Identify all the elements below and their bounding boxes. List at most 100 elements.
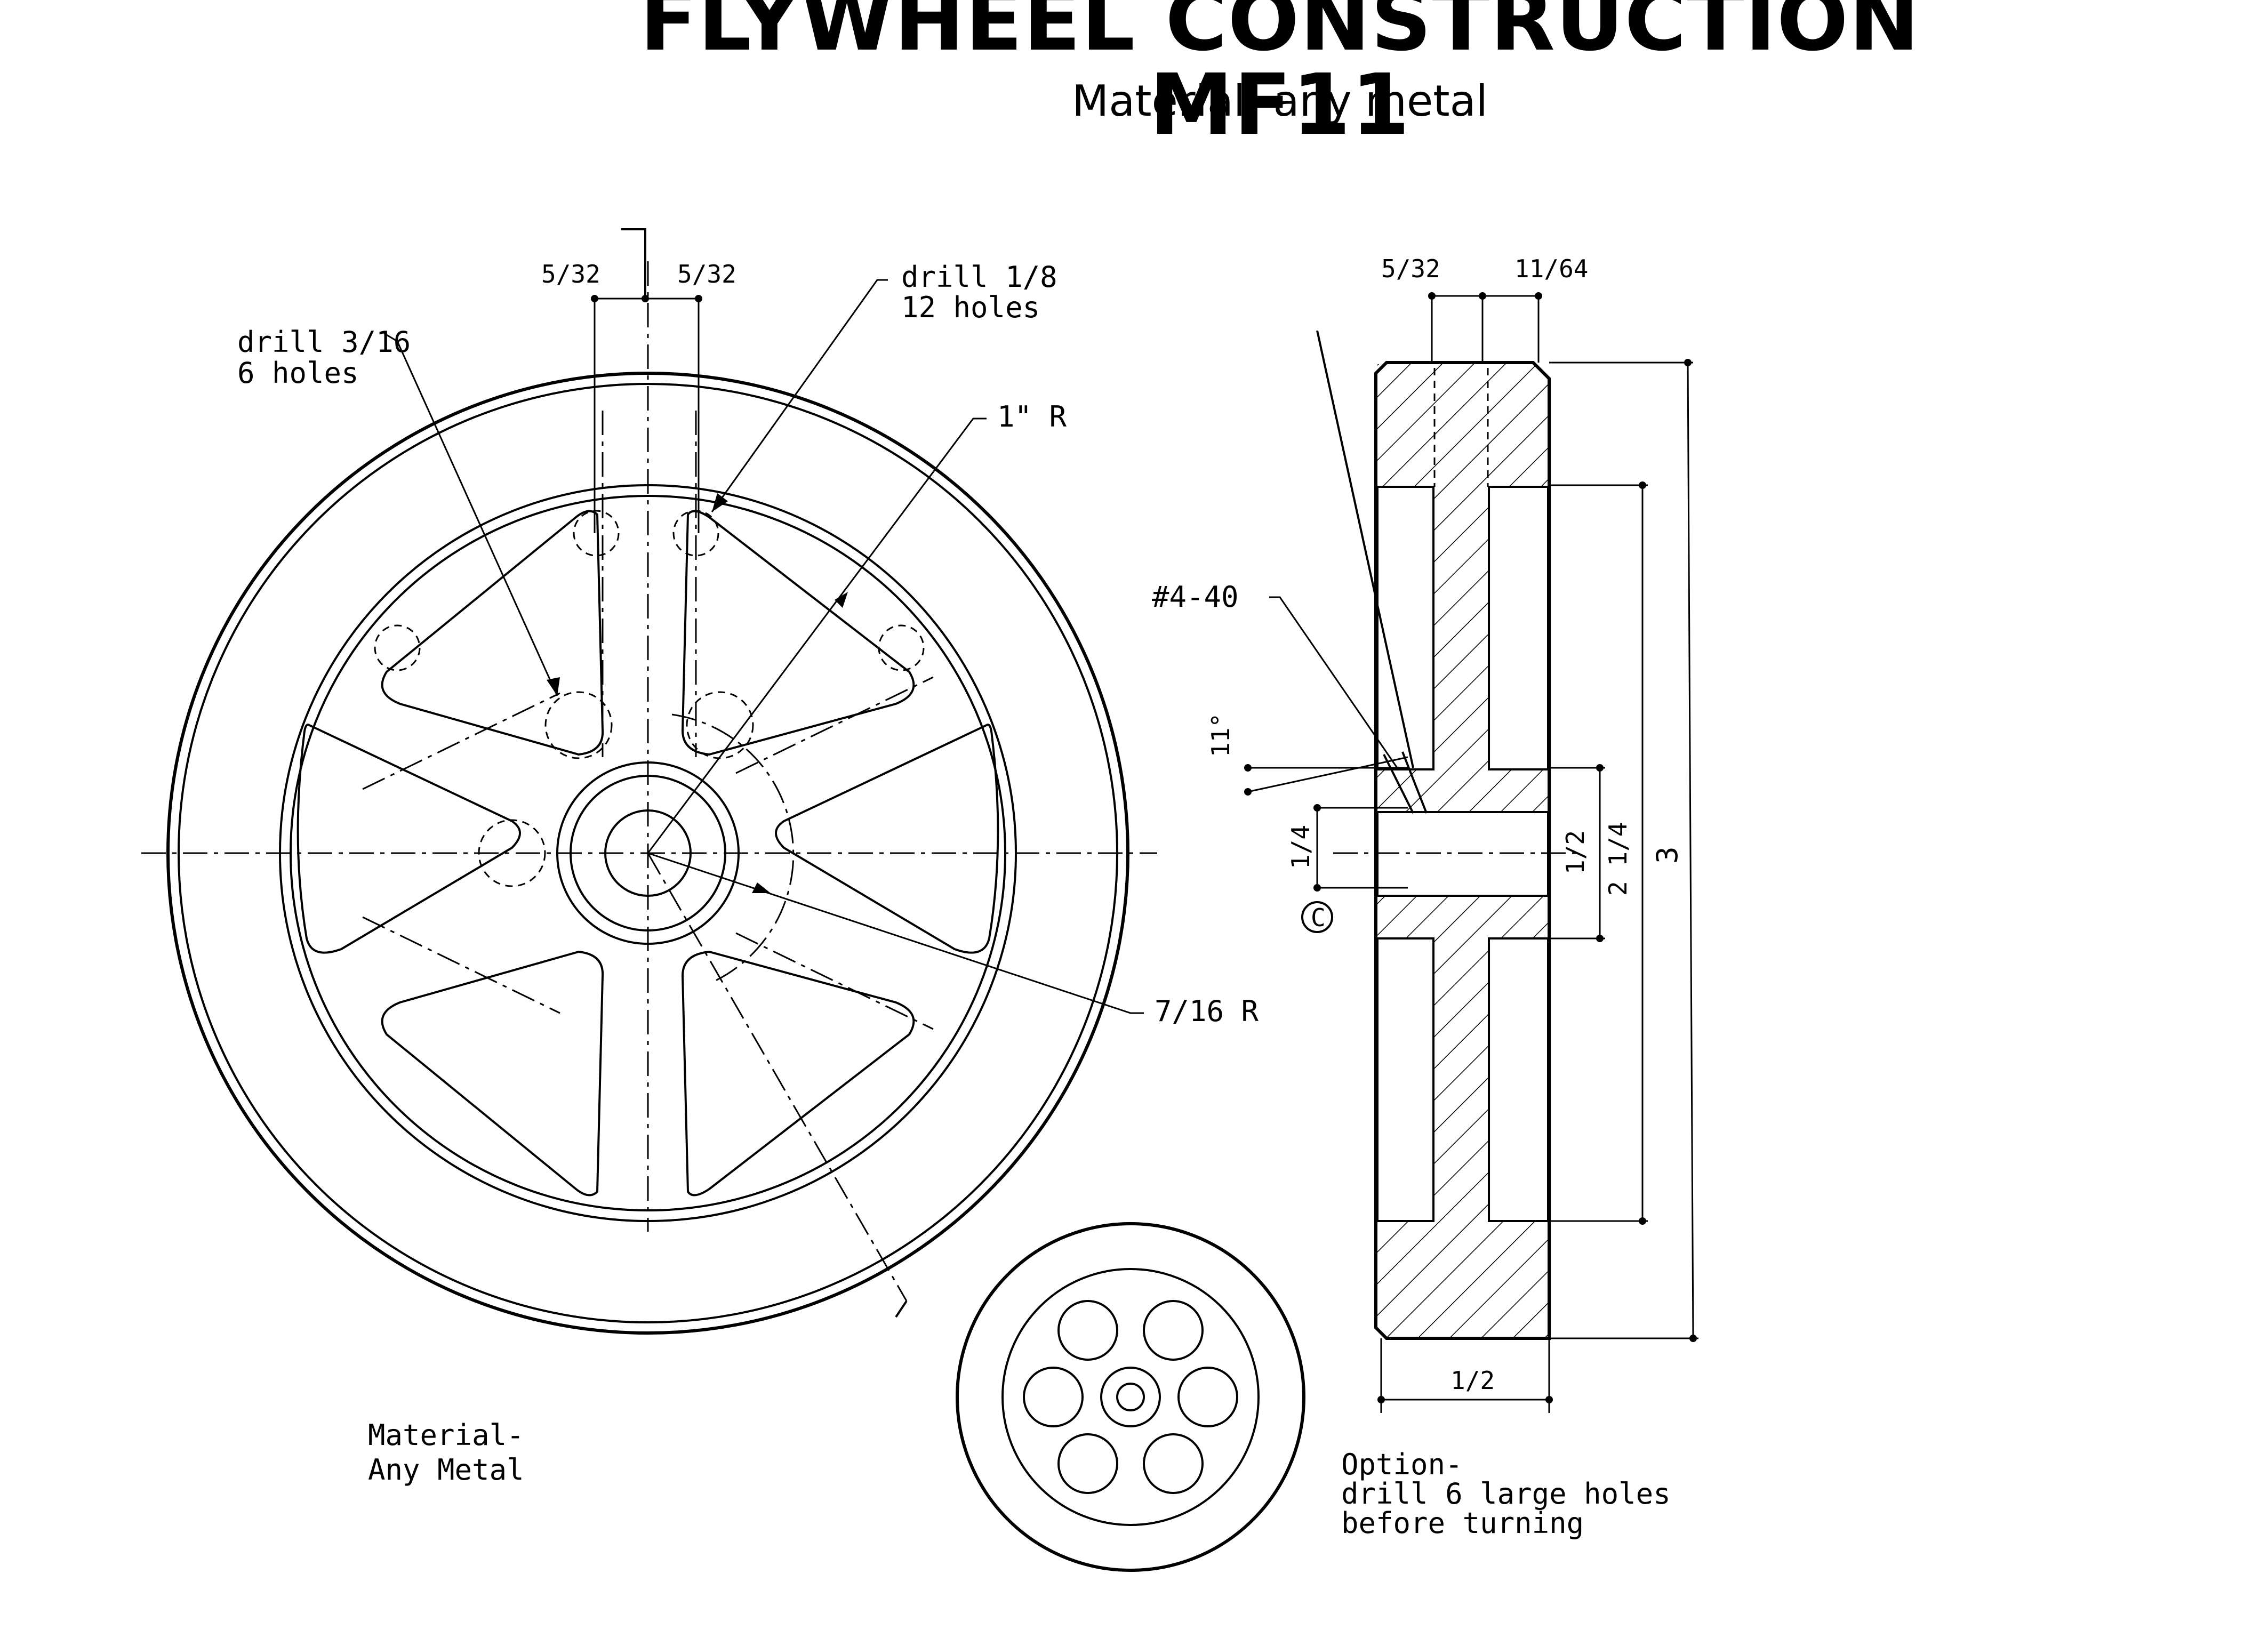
dim-point-overall-1 bbox=[1684, 359, 1692, 366]
window-1 bbox=[381, 510, 604, 756]
dim-point-top-3 bbox=[1535, 292, 1542, 300]
window-3 bbox=[296, 724, 521, 954]
option-note-line-2: drill 6 large holes bbox=[1341, 1477, 1671, 1511]
option-center-hub bbox=[1100, 1367, 1161, 1427]
dim-label-right: 5/32 bbox=[677, 260, 736, 288]
window-4 bbox=[775, 724, 999, 954]
option-hole-5 bbox=[1057, 1433, 1118, 1494]
page-title: FLYWHEEL CONSTRUCTION MF11 bbox=[639, 0, 1920, 154]
drill-hole-small-2 bbox=[672, 510, 719, 557]
angle-point-2 bbox=[1244, 788, 1252, 796]
web-hatch-bottom bbox=[1434, 938, 1488, 1221]
front-view: 5/32 5/32 drill 3/16 6 holes drill 1/8 1… bbox=[141, 228, 1259, 1335]
angle-ref-line-2 bbox=[1247, 756, 1408, 793]
pitch-arc bbox=[671, 713, 795, 982]
label-2-1-4: 2 1/4 bbox=[1604, 822, 1632, 896]
dim-point-3 bbox=[695, 295, 702, 302]
option-note-line-3: before turning bbox=[1341, 1506, 1584, 1540]
material-note-line-1: Material- bbox=[368, 1418, 524, 1452]
hub-hatch-top bbox=[1377, 769, 1548, 812]
dim-point-rim-1 bbox=[1639, 481, 1646, 489]
window-2 bbox=[681, 510, 915, 756]
hub-hatch-bottom bbox=[1377, 896, 1548, 938]
window-6 bbox=[681, 950, 915, 1197]
option-hole-2 bbox=[1143, 1300, 1204, 1361]
recess-left-top bbox=[1376, 486, 1434, 770]
option-hole-3 bbox=[1023, 1367, 1084, 1427]
dim-point-top-1 bbox=[1428, 292, 1436, 300]
option-hole-1 bbox=[1057, 1300, 1118, 1361]
angle-line bbox=[1316, 330, 1414, 768]
option-center-bore bbox=[1116, 1383, 1145, 1411]
option-hole-6 bbox=[1143, 1433, 1204, 1494]
arrowhead-drill-1-8 bbox=[712, 493, 728, 512]
label-4-40: #4-40 bbox=[1152, 580, 1239, 614]
window-5 bbox=[381, 950, 604, 1197]
option-inner-circle bbox=[1001, 1268, 1260, 1526]
label-centerline-C: C bbox=[1311, 903, 1326, 932]
option-note-line-1: Option- bbox=[1341, 1448, 1463, 1481]
top-leader-bracket bbox=[621, 228, 646, 299]
label-1-2-width: 1/2 bbox=[1450, 1366, 1495, 1395]
dim-point-overall-2 bbox=[1689, 1335, 1697, 1342]
label-drill-3-16: drill 3/16 bbox=[237, 325, 411, 359]
recess-left-bottom bbox=[1376, 937, 1434, 1222]
recess-right-top bbox=[1488, 486, 1549, 770]
label-7-16-R: 7/16 R bbox=[1155, 994, 1259, 1028]
spoke-centerline-4 bbox=[735, 676, 934, 774]
dim-point-width-1 bbox=[1377, 1396, 1385, 1403]
drill-hole-small-3 bbox=[374, 624, 421, 671]
setscrew-line-1 bbox=[1383, 754, 1414, 814]
drill-hole-large-3 bbox=[478, 819, 546, 887]
dim-point-width-2 bbox=[1545, 1396, 1553, 1403]
drill-hole-small-4 bbox=[878, 624, 925, 671]
label-drill-1-8: drill 1/8 bbox=[901, 260, 1057, 294]
dim-label-left: 5/32 bbox=[541, 260, 600, 288]
drill-hole-small-1 bbox=[573, 510, 620, 557]
label-5-32-section: 5/32 bbox=[1381, 254, 1440, 283]
centerline-symbol bbox=[1301, 901, 1333, 933]
label-1-4: 1/4 bbox=[1286, 825, 1315, 869]
label-11-degree: 11° bbox=[1206, 713, 1235, 757]
dim-point-rim-2 bbox=[1639, 1217, 1646, 1225]
label-1-R: 1" R bbox=[997, 400, 1067, 433]
arrowhead-drill-3-16 bbox=[547, 677, 560, 696]
spoke-centerline-6 bbox=[735, 932, 934, 1030]
radial-centerline bbox=[647, 853, 908, 1302]
arrowhead-1-R bbox=[835, 592, 848, 608]
dim-point-1 bbox=[591, 295, 598, 302]
label-3: 3 bbox=[1650, 846, 1684, 864]
dim-point-bore-1 bbox=[1313, 804, 1321, 812]
label-11-64: 11/64 bbox=[1514, 254, 1588, 283]
leader-drill-1-8 bbox=[711, 279, 888, 512]
label-12-holes: 12 holes bbox=[901, 291, 1040, 324]
dim-point-bore-2 bbox=[1313, 884, 1321, 892]
option-view bbox=[956, 1222, 1305, 1572]
drill-hole-large-1 bbox=[544, 691, 613, 759]
option-hole-4 bbox=[1177, 1367, 1238, 1427]
rim-top-hatch bbox=[1377, 364, 1548, 487]
dim-point-top-2 bbox=[1479, 292, 1486, 300]
dim-point-hub-2 bbox=[1596, 935, 1604, 942]
rim-bottom-hatch bbox=[1377, 1221, 1548, 1337]
leader-drill-3-16 bbox=[383, 332, 558, 696]
angle-point-1 bbox=[1244, 764, 1252, 772]
section-view: 5/32 11/64 #4-40 11° 1/4 C bbox=[1152, 254, 1698, 1413]
leader-4-40 bbox=[1269, 596, 1398, 768]
setscrew-line-2 bbox=[1401, 751, 1428, 814]
page-subtitle: Material: any metal bbox=[1072, 76, 1488, 126]
leader-1-R bbox=[647, 417, 987, 854]
spoke-centerline-5 bbox=[362, 692, 560, 790]
spoke-centerline-3 bbox=[362, 916, 560, 1014]
dim-point-hub-1 bbox=[1596, 764, 1604, 772]
recess-right-bottom bbox=[1488, 937, 1549, 1222]
web-hatch-top bbox=[1434, 487, 1488, 769]
dim-line-overall bbox=[1687, 362, 1694, 1339]
material-note-line-2: Any Metal bbox=[368, 1453, 524, 1487]
dim-point-2 bbox=[642, 295, 649, 302]
option-outer-circle bbox=[956, 1222, 1305, 1572]
leader-7-16-R bbox=[647, 852, 1144, 1014]
label-1-2-hub: 1/2 bbox=[1561, 830, 1590, 874]
